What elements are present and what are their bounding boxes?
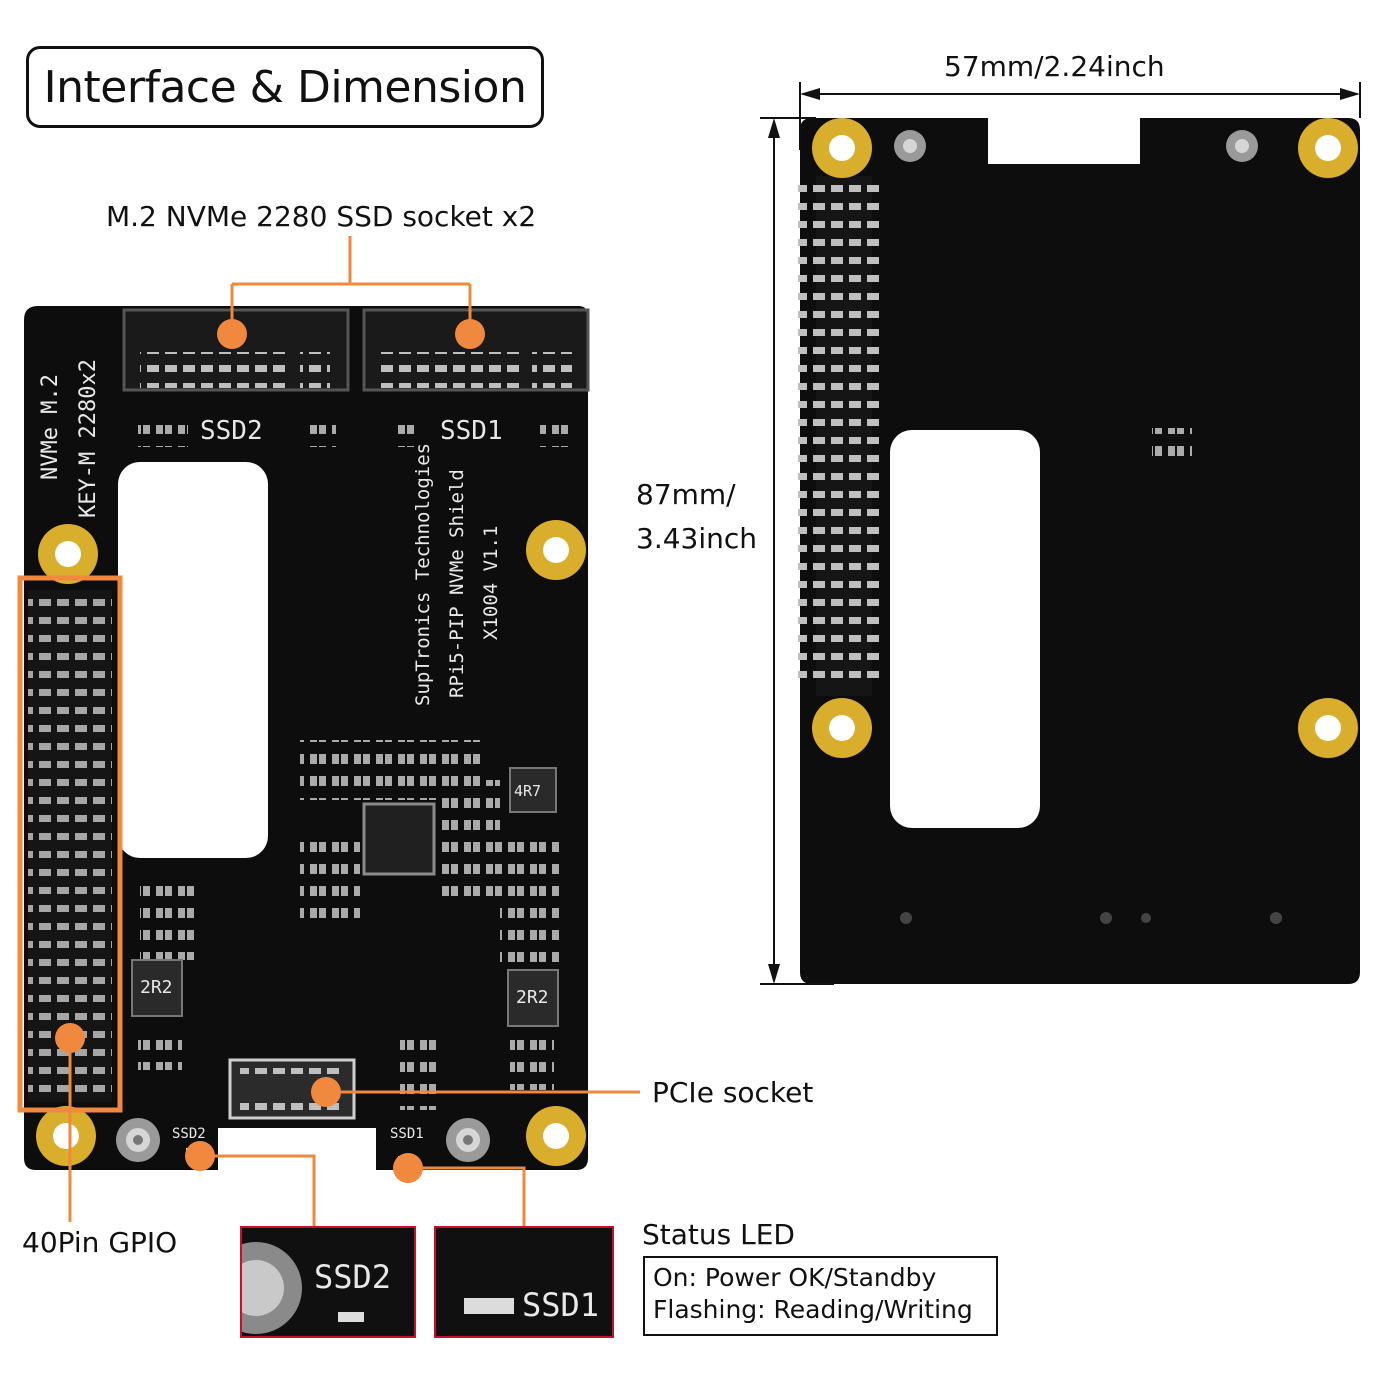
- gpio-label: 40Pin GPIO: [22, 1226, 178, 1259]
- board-model: X1004 V1.1: [480, 525, 502, 640]
- page-title: Interface & Dimension: [26, 46, 544, 128]
- board-led2-label: SSD2: [172, 1126, 206, 1142]
- mounting-hole: [812, 118, 872, 178]
- callout-marker: [217, 319, 247, 349]
- board-ssd2-label: SSD2: [200, 416, 263, 446]
- standoff: [894, 130, 926, 162]
- board-ssd1-label: SSD1: [440, 416, 503, 446]
- callout-led1-line: [408, 1166, 526, 1226]
- inductor: [507, 969, 559, 1027]
- mounting-hole: [526, 520, 586, 580]
- status-led-title: Status LED: [642, 1218, 795, 1251]
- inset-led-ssd1-graphic: [464, 1298, 514, 1314]
- status-led-line-2: Flashing: Reading/Writing: [653, 1295, 973, 1324]
- callout-led2-line: [200, 1154, 316, 1226]
- back-board: [798, 118, 1360, 984]
- standoff: [1226, 130, 1258, 162]
- inductor: [509, 767, 557, 813]
- inset-led-ssd2-graphic: [242, 1242, 364, 1334]
- mounting-hole: [812, 698, 872, 758]
- inset-led-ssd2-label: SSD2: [314, 1258, 392, 1296]
- inset-led-ssd1: SSD1: [434, 1226, 614, 1338]
- board-led1-label: SSD1: [390, 1126, 424, 1142]
- inductor-label: 2R2: [516, 987, 549, 1008]
- inductor-label: 4R7: [514, 782, 542, 800]
- inset-led-ssd2: SSD2: [240, 1226, 416, 1338]
- board-side-label-2: KEY-M 2280x2: [76, 359, 101, 518]
- board-side-label-1: NVMe M.2: [38, 374, 63, 480]
- inductor: [131, 959, 183, 1017]
- mounting-hole: [38, 524, 98, 584]
- status-led-legend: On: Power OK/Standby Flashing: Reading/W…: [643, 1256, 998, 1336]
- board-product: RPi5-PIP NVMe Shield: [446, 469, 468, 698]
- mounting-hole: [1298, 698, 1358, 758]
- width-dimension-line: [799, 82, 1361, 150]
- inset-led-ssd1-label: SSD1: [522, 1286, 600, 1324]
- pcie-socket-label: PCIe socket: [652, 1076, 814, 1109]
- height-dimension-label-2: 3.43inch: [636, 522, 758, 555]
- front-board: [24, 306, 590, 1170]
- back-board-cutout: [890, 430, 1040, 828]
- m2-socket-ssd1: [362, 308, 590, 392]
- inductor-label: 2R2: [140, 977, 173, 998]
- mounting-hole: [1298, 118, 1358, 178]
- standoff: [446, 1118, 490, 1162]
- controller-chip: [362, 802, 436, 876]
- board-brand: SupTronics Technologies: [412, 442, 434, 706]
- status-led-line-1: On: Power OK/Standby: [653, 1263, 937, 1292]
- height-dimension-line: [760, 117, 834, 985]
- front-board-cutout: [118, 462, 268, 858]
- standoff: [116, 1118, 160, 1162]
- mounting-hole: [36, 1106, 96, 1166]
- mounting-hole: [526, 1106, 586, 1166]
- callout-marker: [455, 319, 485, 349]
- width-dimension-label: 57mm/2.24inch: [944, 50, 1165, 83]
- height-dimension-label-1: 87mm/: [636, 478, 736, 511]
- ssd-socket-label: M.2 NVMe 2280 SSD socket x2: [106, 200, 537, 233]
